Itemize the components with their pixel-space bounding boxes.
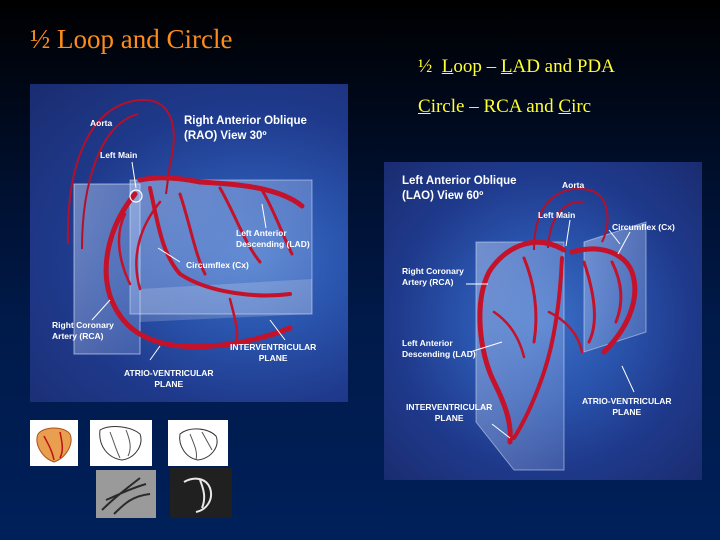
bullet-loop: ½ Loop – LAD and PDA (418, 56, 615, 77)
lao-diagram: Left Anterior Oblique(LAO) View 60º Aort… (384, 162, 702, 480)
rao-illustration (66, 98, 313, 361)
lao-left-main-label: Left Main (538, 210, 576, 220)
av-plane (583, 221, 647, 353)
iv-plane (129, 179, 313, 315)
lao-title: Left Anterior Oblique(LAO) View 60º (402, 175, 517, 202)
slide-title: ½ Loop and Circle (30, 24, 233, 54)
coronary-arteries (477, 239, 638, 445)
rao-left-main-label: Left Main (100, 150, 138, 160)
thumbnail-diagram-1 (90, 420, 152, 466)
thumbnail-heart-color (30, 420, 78, 466)
lao-illustration (466, 187, 647, 471)
aorta-outline (66, 98, 175, 245)
rao-circumflex-label: Circumflex (Cx) (186, 260, 249, 270)
rao-aorta-label: Aorta (90, 118, 113, 128)
bullet-list: ½ Loop – LAD and PDA Circle – RCA and Ci… (418, 55, 615, 135)
thumbnail-angiogram-1 (96, 470, 156, 518)
lao-aorta-label: Aorta (562, 180, 585, 190)
lao-circumflex-label: Circumflex (Cx) (612, 222, 675, 232)
rao-diagram: Aorta Left Main Right Anterior Oblique(R… (30, 84, 348, 402)
bullet-circle: Circle – RCA and Circ (418, 96, 592, 117)
thumbnail-diagram-2 (168, 420, 228, 466)
thumbnail-angiogram-2 (170, 468, 232, 518)
aorta-outline (533, 187, 609, 251)
coronary-arteries (103, 175, 305, 350)
rao-title: Right Anterior Oblique(RAO) View 30º (184, 115, 307, 142)
